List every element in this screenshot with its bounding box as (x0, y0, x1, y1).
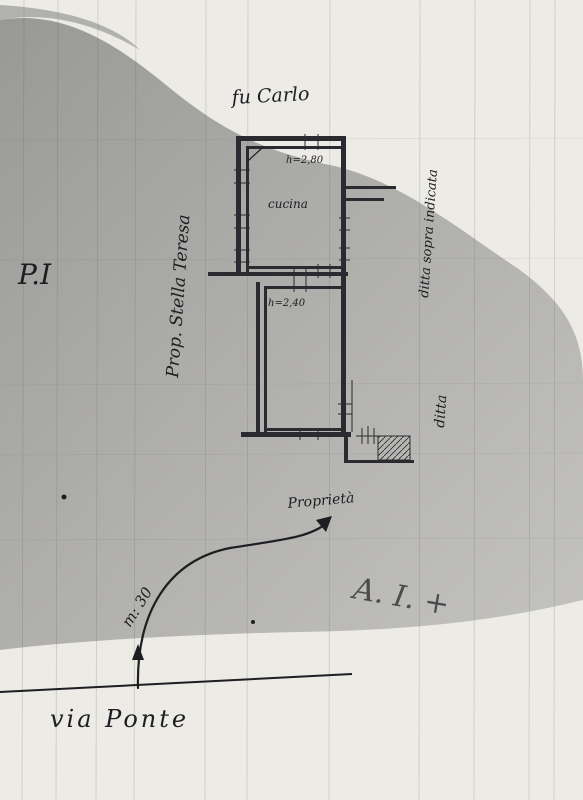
owner-right-far-label: ditta (432, 394, 450, 428)
room-name-cucina: cucina (268, 197, 308, 211)
stair-lines (356, 426, 380, 444)
access-target-label: Proprietà (286, 490, 355, 512)
room-height-lower: h=2,40 (268, 298, 306, 309)
street-label: via Ponte (50, 705, 189, 733)
owner-top-label: fu Carlo (229, 83, 310, 109)
ink-dot (251, 620, 255, 624)
arrow-head-bottom (132, 644, 144, 660)
photo-shadow-top (0, 5, 140, 50)
corner-diagonal (248, 147, 263, 161)
room-height-upper: h=2,80 (286, 155, 324, 166)
stair-steps (377, 435, 411, 461)
arrow-head-top (316, 516, 332, 532)
photo-shadow (0, 18, 583, 651)
ink-dot (61, 494, 67, 500)
sheet-label: P.I (17, 258, 52, 291)
building-walls (208, 136, 414, 463)
opening-markers (234, 134, 353, 440)
street-line (0, 673, 353, 693)
access-path-arrow (136, 520, 330, 690)
